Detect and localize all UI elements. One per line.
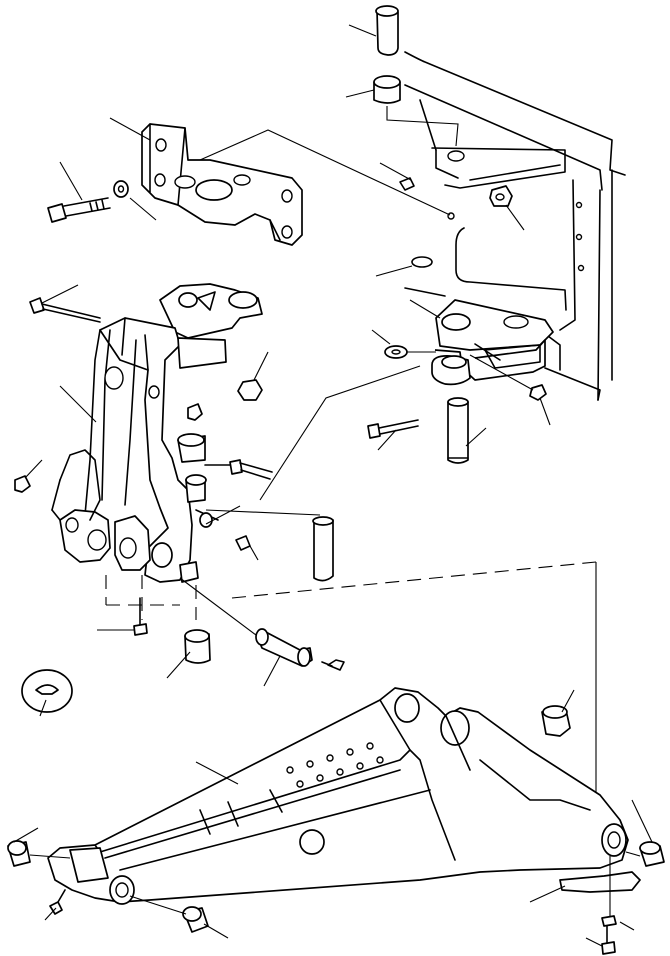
callout-leader <box>505 204 525 231</box>
callout-leader <box>253 351 269 381</box>
shim-plate <box>559 871 641 893</box>
callout-leader <box>379 162 412 181</box>
callout-leader <box>203 923 229 939</box>
nut-frame-right <box>237 379 263 401</box>
nut-right <box>489 185 513 207</box>
callout-leader <box>44 907 57 921</box>
callout-leader <box>375 265 413 277</box>
callout-leader <box>263 655 281 687</box>
callout-leader <box>109 117 151 141</box>
bushing-frame-lower <box>184 629 211 664</box>
assembly-line <box>469 354 534 391</box>
bolt-upper-left <box>47 197 111 223</box>
nut-swivel <box>529 384 547 401</box>
cotter-pin-lower <box>321 659 345 671</box>
bushing-boom-top <box>541 705 571 737</box>
callout-leader <box>529 885 566 903</box>
swing-frame <box>51 283 263 583</box>
bushing-boom-left <box>7 840 31 867</box>
assembly-line <box>129 895 187 915</box>
callout-leader <box>195 761 239 785</box>
callout-leader <box>166 651 191 679</box>
callout-leader <box>39 699 47 717</box>
callout-leader <box>561 689 575 713</box>
callout-leader <box>348 24 377 37</box>
bushing-boom-bottom <box>182 906 209 933</box>
bushing-boom-right <box>639 841 665 867</box>
bolt-boom-bottom <box>601 915 617 955</box>
swivel-bracket <box>431 299 554 386</box>
pin-frame <box>312 516 334 582</box>
bushing-top <box>373 75 401 104</box>
washer-right <box>384 345 408 359</box>
cotter-pin-right <box>399 177 415 191</box>
assembly-line <box>29 854 71 859</box>
callout-leader <box>371 329 391 345</box>
assembly-line <box>259 365 421 501</box>
bracket-upper <box>141 123 303 246</box>
callout-leader <box>59 161 83 201</box>
bolt-frame-center <box>204 459 273 480</box>
nut-frame-center <box>187 403 203 421</box>
callout-leader <box>631 799 653 843</box>
callout-leader <box>59 385 97 423</box>
grease-fitting-boom <box>49 889 66 915</box>
assembly-line <box>199 129 451 216</box>
washer-upper-left <box>113 180 129 198</box>
assembly-line <box>231 561 597 599</box>
callout-leader <box>129 197 157 221</box>
callout-leader <box>377 429 397 451</box>
callout-leader <box>345 89 375 98</box>
boom-arm <box>47 687 629 905</box>
pin-swivel <box>447 397 469 464</box>
cotter-pin-frame <box>235 535 251 551</box>
callout-leader <box>249 545 259 561</box>
assembly-line <box>205 509 321 516</box>
callout-leader <box>24 459 43 479</box>
callout-leader <box>465 427 487 447</box>
bolt-swivel <box>367 419 419 439</box>
assembly-line <box>179 577 261 639</box>
bolt-left <box>29 297 101 323</box>
nut-frame-left <box>14 475 31 493</box>
callout-leader <box>539 397 551 426</box>
grease-bolt <box>133 597 148 636</box>
assembly-line <box>625 851 641 857</box>
assembly-line <box>386 106 459 147</box>
assembly-line <box>409 299 441 319</box>
callout-leader <box>619 921 635 931</box>
callout-leader <box>585 937 603 947</box>
pin-top <box>375 5 399 56</box>
grease-fitting-cap <box>21 669 73 713</box>
pin-frame-lower <box>255 628 313 667</box>
snap-ring-right <box>411 256 433 268</box>
callout-leader <box>205 505 241 525</box>
callout-leader <box>13 827 39 843</box>
